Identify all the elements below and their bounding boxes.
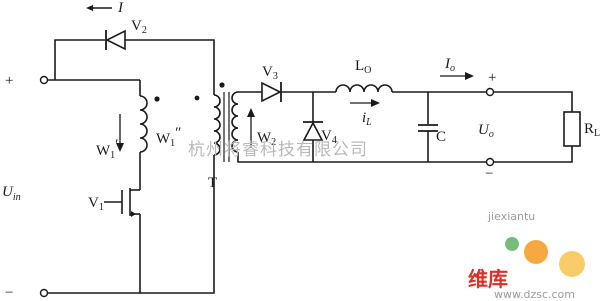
input-terminal-plus bbox=[39, 75, 49, 85]
diode-v3 bbox=[261, 81, 282, 103]
winding-w2-coil bbox=[231, 91, 239, 153]
watermark-company: 杭州将睿科技有限公司 bbox=[188, 140, 368, 160]
inductor-lo-label: LO bbox=[355, 58, 371, 76]
output-terminal-plus bbox=[485, 87, 495, 97]
input-voltage-label: Uin bbox=[2, 184, 21, 203]
clamp-rail-right bbox=[125, 39, 215, 95]
capacitor-c bbox=[418, 124, 438, 132]
watermark-logo: 维库 bbox=[468, 237, 585, 291]
w2-dot-marker bbox=[219, 82, 225, 88]
winding-w1-double-prime-label: W1″ bbox=[156, 125, 181, 149]
plus-out-label: + bbox=[488, 70, 496, 86]
diode-v3-label: V3 bbox=[262, 64, 278, 82]
load-resistor-rl bbox=[563, 111, 581, 147]
w1pp-dot-marker bbox=[194, 95, 200, 101]
winding-w2-label: W2 bbox=[257, 130, 276, 148]
current-io-arrow bbox=[440, 72, 474, 80]
current-io-label: Io bbox=[444, 56, 455, 74]
switch-v1-label: V1 bbox=[88, 195, 104, 213]
switch-v1 bbox=[104, 188, 140, 217]
current-i-arrow bbox=[86, 5, 112, 11]
diode-v4-label: V4 bbox=[321, 128, 337, 146]
winding-w1pp-coil bbox=[213, 94, 221, 156]
transformer-t-label: T bbox=[208, 175, 217, 191]
inductor-lo bbox=[335, 84, 393, 93]
winding-w1-prime-label: W1′ bbox=[96, 137, 118, 161]
load-bottom-wire bbox=[494, 146, 573, 163]
current-il-label: iL bbox=[362, 110, 372, 128]
secondary-return-wire bbox=[237, 152, 486, 163]
diode-v2 bbox=[105, 29, 126, 51]
watermark-url: www.dzsc.com bbox=[494, 288, 575, 301]
minus-in-label: − bbox=[5, 285, 13, 301]
diode-v2-label: V2 bbox=[131, 18, 147, 36]
diode-v4 bbox=[302, 121, 324, 141]
w2-arrow bbox=[247, 108, 255, 148]
plus-in-label: + bbox=[5, 73, 13, 89]
current-il-arrow bbox=[350, 99, 380, 107]
output-terminal-minus bbox=[485, 157, 495, 167]
input-terminal-minus bbox=[39, 288, 49, 298]
watermark-logo-text: 维库 bbox=[468, 267, 508, 291]
w1pp-return-wire bbox=[140, 155, 215, 294]
winding-w1-coil bbox=[139, 95, 148, 153]
output-voltage-label: Uo bbox=[478, 122, 494, 140]
watermark-site: jiexiantu bbox=[487, 210, 535, 223]
clamp-rail-left bbox=[54, 39, 105, 80]
load-rl-label: RL bbox=[584, 121, 600, 139]
current-i-label: I bbox=[117, 0, 124, 16]
w1-prime-arrow bbox=[116, 114, 124, 152]
load-top-wire bbox=[494, 91, 573, 112]
input-return-wire bbox=[48, 214, 141, 294]
capacitor-c-label: C bbox=[436, 129, 446, 145]
w1-dot-marker bbox=[154, 96, 160, 102]
minus-out-label: − bbox=[485, 166, 493, 182]
